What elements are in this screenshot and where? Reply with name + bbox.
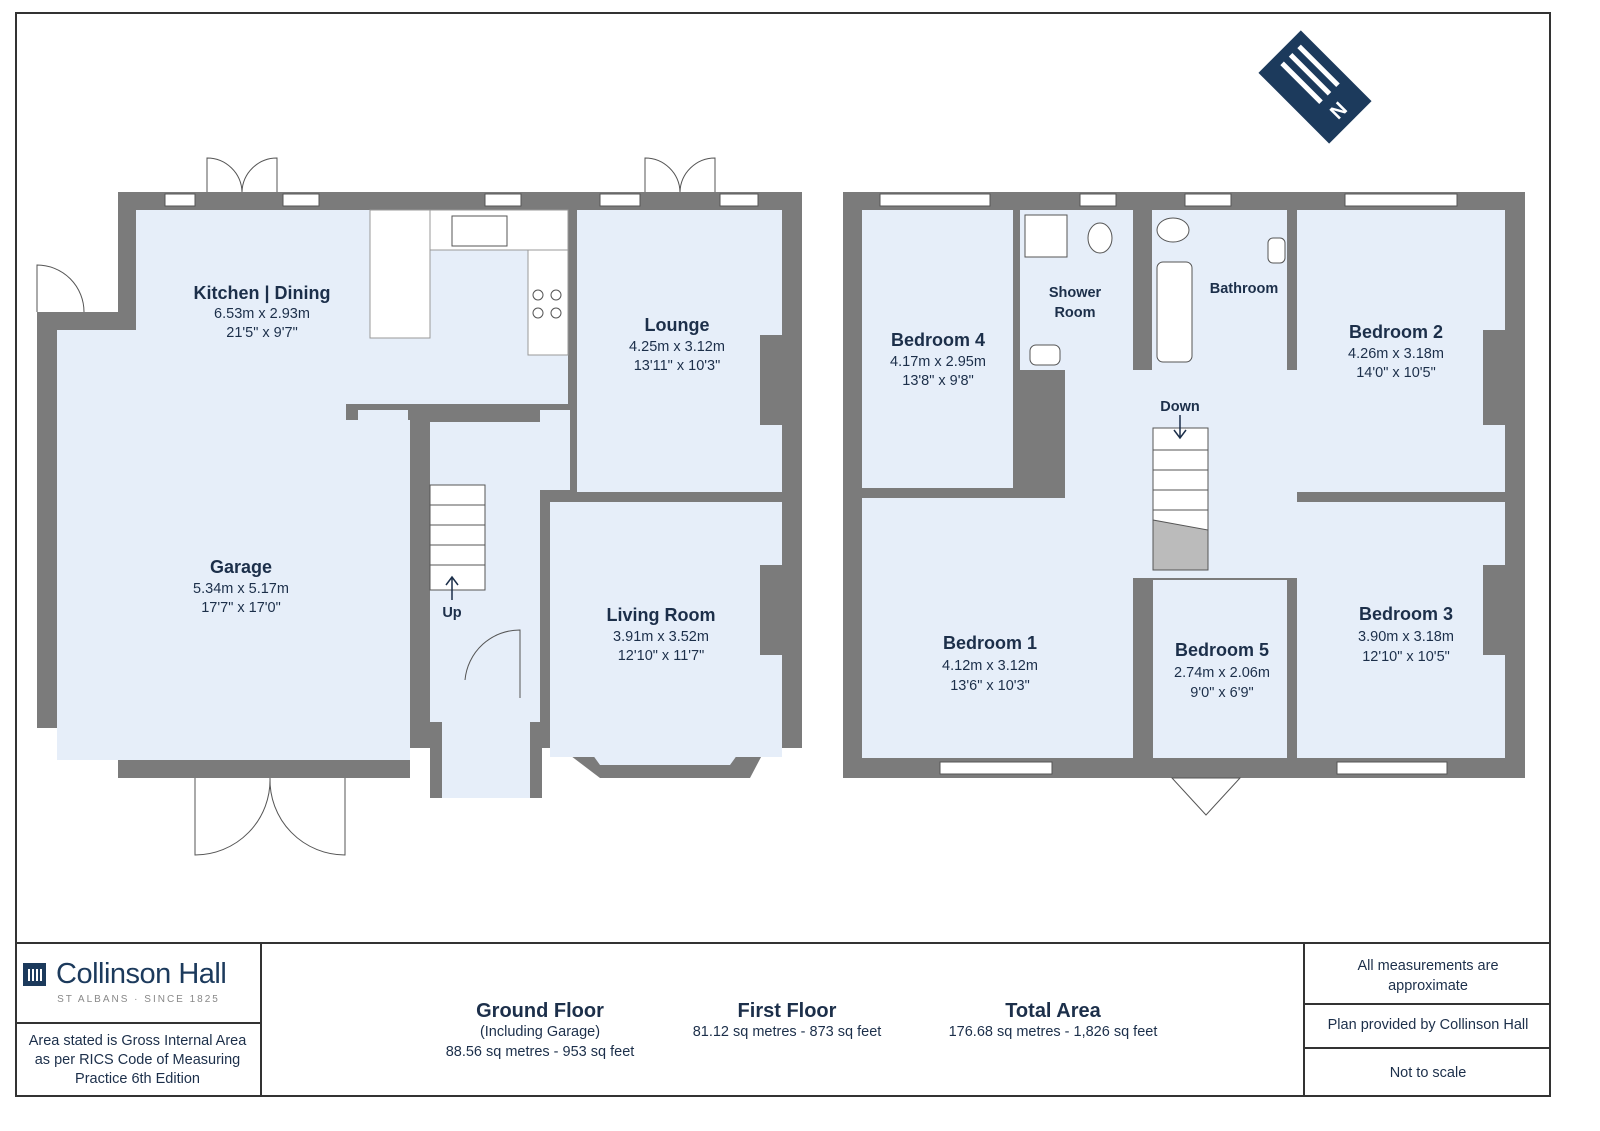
arrow-up-icon — [445, 575, 459, 600]
fixtures — [1024, 214, 1286, 366]
ground-floor-note: (Including Garage) — [479, 1024, 601, 1040]
shower-room-label: Shower — [1049, 285, 1102, 301]
brand-logo: Collinson Hall ST ALBANS · SINCE 1825 — [15, 944, 262, 1024]
bedroom-1-metric: 4.12m x 3.12m — [942, 658, 1038, 674]
first-floor-area: First Floor 81.12 sq metres - 873 sq fee… — [657, 1000, 917, 1042]
kitchen-dining-label: Kitchen | Dining — [193, 283, 330, 303]
living-room-metric: 3.91m x 3.52m — [613, 629, 709, 645]
stairs-up — [429, 484, 486, 591]
window-icons — [164, 193, 759, 207]
bedroom-5-label: Bedroom 5 — [1175, 640, 1269, 660]
lounge-chimney — [760, 335, 782, 425]
gia-line-2: as per RICS Code of Measuring — [34, 1052, 241, 1068]
footer: Collinson Hall ST ALBANS · SINCE 1825 Ar… — [15, 942, 1551, 1097]
brand-name: Collinson Hall — [23, 958, 227, 991]
kitchen-dining-metric: 6.53m x 2.93m — [214, 306, 310, 322]
garage-room — [57, 420, 410, 760]
bedroom-1-label: Bedroom 1 — [943, 633, 1037, 653]
garage-link — [136, 404, 346, 434]
hob-icon — [532, 289, 562, 319]
ground-floor-area: Ground Floor (Including Garage) 88.56 sq… — [410, 1000, 670, 1062]
french-doors — [36, 157, 716, 856]
sink-icon — [451, 215, 508, 247]
bedroom-4 — [862, 210, 1013, 488]
gia-note: Area stated is Gross Internal Area as pe… — [15, 1024, 262, 1097]
bay-window — [1170, 777, 1242, 816]
gia-line-1: Area stated is Gross Internal Area — [28, 1033, 247, 1049]
ground-floor-title: Ground Floor — [476, 1000, 604, 1022]
plan-frame — [15, 12, 1551, 1097]
hob-worktop — [527, 249, 569, 356]
basin-icon — [1029, 344, 1061, 366]
disclaimer-scale: Not to scale — [1389, 1065, 1467, 1081]
disclaimer-line-2: approximate — [1388, 978, 1468, 994]
total-area-value: 176.68 sq metres - 1,826 sq feet — [948, 1024, 1158, 1040]
garage-label: Garage — [210, 557, 272, 577]
living-room-label: Living Room — [607, 605, 716, 625]
lounge-room — [577, 210, 782, 492]
brand-mark-icon — [23, 963, 46, 986]
first-floor: Down Bedroom 4 4.17m x 2.95m 13'8" x 9'8… — [843, 192, 1525, 816]
bathroom-label: Bathroom — [1210, 281, 1278, 297]
total-area: Total Area 176.68 sq metres - 1,826 sq f… — [923, 1000, 1183, 1042]
shower-room-label-2: Room — [1054, 305, 1095, 321]
divider — [1305, 1047, 1551, 1049]
shower-tray-icon — [1024, 214, 1068, 258]
brand-text: Collinson Hall — [56, 958, 227, 990]
kitchen-dining-imperial: 21'5" x 9'7" — [226, 325, 297, 341]
bedroom-5 — [1153, 580, 1287, 758]
porch — [442, 720, 530, 798]
toilet-icon — [1087, 222, 1113, 254]
disclaimer-line-1: All measurements are — [1357, 958, 1499, 974]
first-floor-area-value: 81.12 sq metres - 873 sq feet — [692, 1024, 882, 1040]
bedroom-1-imperial: 13'6" x 10'3" — [950, 678, 1030, 694]
bedroom-4-imperial: 13'8" x 9'8" — [902, 373, 973, 389]
bedroom-3 — [1297, 502, 1505, 758]
disclaimer-approximate: All measurements are approximate — [1305, 956, 1551, 996]
bay-window-area — [582, 740, 748, 765]
lounge-metric: 4.25m x 3.12m — [629, 339, 725, 355]
total-area-title: Total Area — [1005, 1000, 1101, 1022]
ground-floor-area-value: 88.56 sq metres - 953 sq feet — [445, 1044, 635, 1060]
lounge-imperial: 13'11" x 10'3" — [634, 358, 721, 374]
gia-line-3: Practice 6th Edition — [75, 1071, 200, 1087]
bedroom3-chimney — [1483, 565, 1505, 655]
hall-link — [540, 410, 570, 490]
ground-floor: Up Kitchen | Dining 6.53m x 2.93m 21'5" … — [36, 157, 802, 856]
bedroom-2-metric: 4.26m x 3.18m — [1348, 346, 1444, 362]
north-compass-icon: N — [1258, 30, 1372, 144]
bedroom-4-label: Bedroom 4 — [891, 330, 985, 350]
basin-icon-2 — [1267, 237, 1286, 264]
bedroom-2 — [1297, 210, 1505, 492]
living-chimney — [760, 565, 782, 655]
bedroom2-chimney — [1483, 330, 1505, 425]
bedroom-2-label: Bedroom 2 — [1349, 322, 1443, 342]
bedroom-5-imperial: 9'0" x 6'9" — [1190, 685, 1253, 701]
living-room — [550, 502, 782, 757]
first-floor-title: First Floor — [737, 1000, 837, 1022]
bedroom-5-metric: 2.74m x 2.06m — [1174, 665, 1270, 681]
toilet-icon-2 — [1156, 217, 1190, 243]
bedroom-3-imperial: 12'10" x 10'5" — [1362, 649, 1450, 665]
stairs-up-label: Up — [442, 605, 461, 621]
bedroom-3-label: Bedroom 3 — [1359, 604, 1453, 624]
stairs-down-label: Down — [1160, 399, 1199, 415]
garage-metric: 5.34m x 5.17m — [193, 581, 289, 597]
bath-icon — [1156, 261, 1193, 363]
garage-store — [358, 410, 408, 466]
garage-imperial: 17'7" x 17'0" — [201, 600, 281, 616]
bedroom-4-metric: 4.17m x 2.95m — [890, 354, 986, 370]
divider — [1305, 1003, 1551, 1005]
bedroom-2-imperial: 14'0" x 10'5" — [1356, 365, 1436, 381]
disclaimer-cell: All measurements are approximate Plan pr… — [1303, 944, 1551, 1097]
living-room-imperial: 12'10" x 11'7" — [618, 648, 705, 664]
disclaimer-provider: Plan provided by Collinson Hall — [1327, 1017, 1529, 1033]
brand-subtitle: ST ALBANS · SINCE 1825 — [57, 994, 220, 1005]
bedroom-3-metric: 3.90m x 3.18m — [1358, 629, 1454, 645]
arrow-down-icon — [1173, 415, 1187, 440]
window-icons-first — [879, 193, 1458, 775]
lounge-label: Lounge — [645, 315, 710, 335]
kitchen-counter — [369, 209, 431, 339]
stairs-down — [1152, 427, 1209, 571]
